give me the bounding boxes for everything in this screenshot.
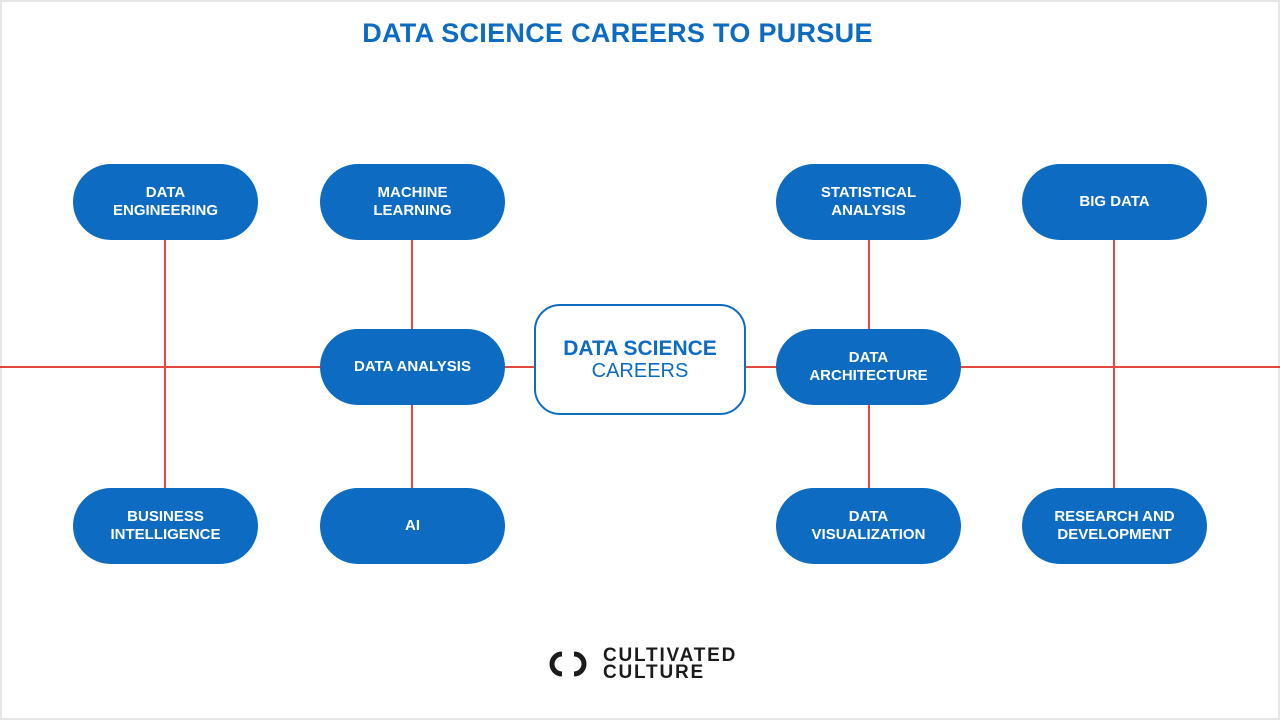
node-label: DEVELOPMENT — [1057, 526, 1172, 543]
node-label: LEARNING — [373, 202, 452, 219]
node-ai: AI — [320, 488, 505, 564]
node-label: BUSINESS — [127, 508, 204, 525]
node-label: DATA — [848, 349, 889, 366]
node-business-intelligence: BUSINESS INTELLIGENCE — [73, 488, 258, 564]
center-label-secondary: CAREERS — [591, 359, 689, 382]
brand-logo: CULTIVATED CULTURE — [545, 646, 737, 682]
node-label: VISUALIZATION — [811, 526, 926, 543]
node-label: RESEARCH AND — [1054, 508, 1175, 525]
brand-line-1: CULTIVATED — [603, 645, 738, 666]
node-data-architecture: DATA ARCHITECTURE — [776, 329, 961, 405]
node-label: ANALYSIS — [831, 202, 906, 219]
node-research-and-development: RESEARCH AND DEVELOPMENT — [1022, 488, 1207, 564]
node-statistical-analysis: STATISTICAL ANALYSIS — [776, 164, 961, 240]
node-label: ENGINEERING — [112, 202, 218, 219]
node-big-data: BIG DATA — [1022, 164, 1207, 240]
node-label: STATISTICAL — [820, 184, 917, 201]
brand-wordmark: CULTIVATED CULTURE — [603, 645, 738, 683]
center-node-data-science-careers: DATA SCIENCE CAREERS — [534, 304, 746, 415]
cultivated-culture-logo-icon — [549, 651, 587, 677]
node-data-analysis: DATA ANALYSIS — [320, 329, 505, 405]
node-label: AI — [405, 517, 420, 534]
node-label: ARCHITECTURE — [809, 367, 928, 384]
node-machine-learning: MACHINE LEARNING — [320, 164, 505, 240]
node-data-engineering: DATA ENGINEERING — [73, 164, 258, 240]
node-data-visualization: DATA VISUALIZATION — [776, 488, 961, 564]
brand-line-2: CULTURE — [603, 662, 705, 683]
node-label: DATA — [848, 508, 889, 525]
node-label: MACHINE — [377, 184, 448, 201]
node-label: BIG DATA — [1079, 193, 1150, 210]
page-title: DATA SCIENCE CAREERS TO PURSUE — [362, 18, 873, 48]
center-label-primary: DATA SCIENCE — [563, 336, 717, 360]
node-label: DATA ANALYSIS — [354, 358, 471, 375]
node-label: DATA — [145, 184, 186, 201]
node-label: INTELLIGENCE — [110, 526, 221, 543]
